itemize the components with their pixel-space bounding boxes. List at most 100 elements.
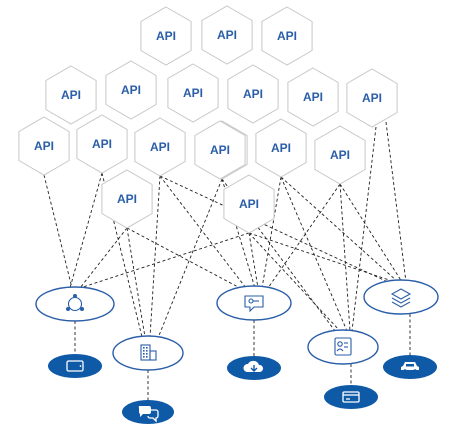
device-ellipse (48, 354, 102, 378)
hexagon-shape (261, 6, 313, 66)
api-label: API (121, 83, 141, 97)
cloud-download-icon (243, 360, 264, 372)
device-nodes (48, 354, 437, 424)
connection-line (280, 176, 399, 283)
hub-chat-key (216, 285, 292, 321)
chat-bubbles-icon (138, 406, 159, 423)
credit-card-icon (342, 391, 360, 403)
hub-contacts (307, 329, 379, 365)
hexagon-shape (227, 64, 279, 124)
connection-links (43, 121, 411, 400)
device-cloud (227, 356, 281, 380)
connection-line (385, 121, 407, 283)
hexagon-shape (346, 68, 398, 128)
connection-line (267, 183, 341, 289)
connection-line (248, 232, 396, 283)
hexagon-shape (194, 120, 246, 180)
api-label: API (330, 148, 350, 162)
hub-network (35, 286, 115, 322)
layers-icon (390, 288, 412, 308)
api-hexagon-grid: API API API API API API API API API API API API API A… (18, 5, 398, 234)
api-label: API (117, 192, 137, 206)
api-hexagon: API (201, 5, 253, 65)
hexagon-shape (167, 63, 219, 123)
api-label: API (61, 88, 81, 102)
api-label: API (34, 139, 54, 153)
api-hexagon: API (134, 117, 186, 177)
hexagon-shape (201, 5, 253, 65)
api-hexagon: API (314, 125, 366, 185)
hub-building (112, 335, 184, 371)
connection-line (248, 232, 259, 289)
connection-line (261, 176, 282, 289)
device-card (324, 385, 378, 409)
hexagon-shape (287, 67, 339, 127)
connection-line (43, 174, 73, 289)
connection-line (126, 227, 146, 338)
api-hexagon: API (287, 67, 339, 127)
hexagon-shape (45, 65, 97, 125)
api-hexagon: API (223, 174, 275, 234)
connection-line (248, 232, 341, 332)
hexagon-shape (255, 118, 307, 178)
api-hexagon: API (194, 120, 246, 180)
api-hexagon: API (227, 64, 279, 124)
connection-line (79, 232, 250, 289)
contact-card-icon (334, 337, 352, 356)
api-label: API (303, 90, 323, 104)
connection-line (339, 183, 403, 283)
device-chat (122, 400, 174, 424)
hexagon-shape (314, 125, 366, 185)
connection-line (221, 178, 336, 332)
hub-layers (363, 279, 439, 315)
api-label: API (183, 86, 203, 100)
hexagon-shape (18, 116, 70, 176)
car-icon (401, 362, 419, 373)
building-icon (140, 344, 157, 361)
connection-line (149, 175, 161, 338)
connection-line (69, 172, 103, 289)
hexagon-shape (223, 174, 275, 234)
device-car (383, 355, 437, 379)
api-label: API (271, 141, 291, 155)
api-hexagon: API (140, 6, 192, 66)
connection-line (159, 175, 389, 283)
connection-line (159, 175, 247, 289)
connection-line (157, 178, 223, 339)
hexagon-shape (76, 114, 128, 174)
api-label: API (150, 140, 170, 154)
api-hexagon: API (18, 116, 70, 176)
api-hexagon: API (101, 169, 153, 229)
api-label: API (210, 143, 230, 157)
connection-line (280, 176, 348, 332)
share-network-icon (66, 294, 84, 312)
chat-key-icon (244, 295, 264, 313)
tablet-icon (66, 360, 84, 372)
hexagon-shape (140, 6, 192, 66)
api-label: API (92, 137, 112, 151)
api-hexagon: API (45, 65, 97, 125)
api-label: API (362, 91, 382, 105)
api-label: API (239, 197, 259, 211)
api-hexagon: API (76, 114, 128, 174)
device-ellipse (324, 385, 378, 409)
hexagon-shape (101, 169, 153, 229)
hub-nodes (35, 279, 439, 371)
connection-line (351, 126, 377, 332)
api-hexagon: API (105, 60, 157, 120)
api-label: API (277, 29, 297, 43)
connection-line (79, 227, 128, 289)
api-hexagon: API (346, 68, 398, 128)
hexagon-shape (105, 60, 157, 120)
device-tablet (48, 354, 102, 378)
api-hexagon: API (255, 118, 307, 178)
connection-line (339, 183, 351, 332)
api-label: API (217, 28, 237, 42)
connection-line (126, 227, 241, 289)
api-label: API (243, 87, 263, 101)
api-hexagon: API (167, 63, 219, 123)
api-hexagon: API (261, 6, 313, 66)
api-label: API (156, 29, 176, 43)
